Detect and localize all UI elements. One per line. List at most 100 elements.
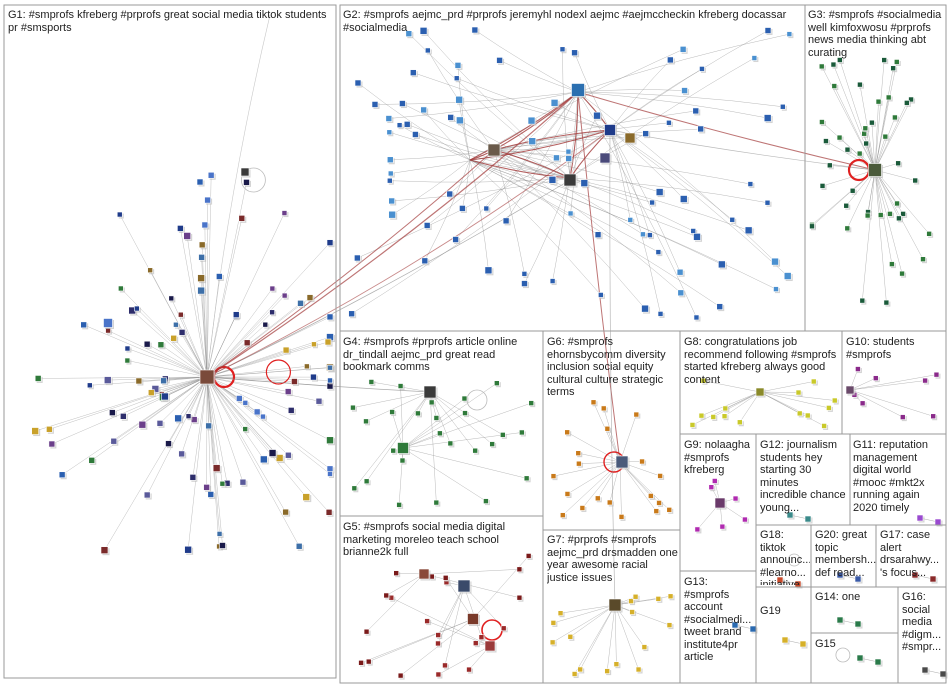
g2-node-10[interactable]	[371, 101, 379, 108]
g1-node-69[interactable]	[156, 420, 164, 427]
g5-hub-moreleo[interactable]	[418, 568, 430, 580]
g3-node-18[interactable]	[895, 160, 901, 167]
g4-node-10[interactable]	[368, 379, 375, 385]
g20-node-b[interactable]	[854, 575, 862, 583]
g1-node-57[interactable]	[110, 437, 118, 445]
g1-node-84[interactable]	[326, 239, 334, 246]
g10-node-3[interactable]	[859, 400, 866, 407]
g2-node-60[interactable]	[681, 87, 688, 94]
g1-node-12[interactable]	[124, 345, 131, 352]
g1-node-93[interactable]	[143, 491, 151, 499]
g3-node-25[interactable]	[893, 59, 900, 65]
g2-node-29[interactable]	[655, 249, 662, 255]
g7-node-1[interactable]	[604, 668, 610, 674]
g5-node-20[interactable]	[363, 628, 370, 635]
g1-node-49[interactable]	[174, 414, 182, 423]
g3-node-8[interactable]	[823, 138, 829, 144]
g10-hub[interactable]	[845, 385, 855, 395]
g8-node-2[interactable]	[826, 405, 832, 411]
g7-node-8[interactable]	[567, 634, 574, 640]
g2-node-51[interactable]	[640, 231, 646, 238]
g7-node-11[interactable]	[655, 596, 662, 602]
g5-hub-brianne2k[interactable]	[484, 640, 496, 652]
g2-node-38[interactable]	[348, 310, 355, 318]
g1-node-profile-left[interactable]	[103, 318, 113, 328]
g1-node-95[interactable]	[198, 241, 206, 249]
g2-node-70[interactable]	[496, 57, 503, 64]
g1-node-30[interactable]	[291, 378, 298, 385]
g3-node-11[interactable]	[894, 200, 900, 207]
g2-node-81[interactable]	[677, 289, 685, 297]
g3-node-24[interactable]	[826, 162, 833, 169]
g1-node-70[interactable]	[219, 542, 226, 549]
g19-node-b[interactable]	[799, 640, 807, 648]
g8-node-10[interactable]	[795, 389, 802, 396]
g5-hub-b[interactable]	[457, 579, 471, 593]
g5-node-12[interactable]	[383, 592, 390, 599]
g1-node-60[interactable]	[161, 392, 169, 401]
g8-node-11[interactable]	[804, 412, 811, 419]
g9-node-2[interactable]	[719, 523, 726, 530]
g15-node-b[interactable]	[874, 658, 882, 666]
g2-node-2[interactable]	[419, 27, 428, 35]
g2-node-72[interactable]	[388, 197, 395, 205]
g8-node-0[interactable]	[722, 405, 729, 412]
g3-node-21[interactable]	[819, 119, 825, 125]
g8-node-12[interactable]	[821, 423, 827, 429]
g1-node-105[interactable]	[178, 450, 185, 458]
g4-node-18[interactable]	[489, 441, 495, 447]
g4-node-22[interactable]	[415, 410, 421, 417]
g1-node-39[interactable]	[281, 210, 288, 216]
g3-node-1[interactable]	[861, 130, 868, 137]
g1-node-5[interactable]	[216, 531, 223, 537]
g2-node-18[interactable]	[550, 99, 559, 107]
g1-node-61[interactable]	[80, 321, 87, 329]
g2-node-9[interactable]	[454, 62, 462, 69]
g9-node-0[interactable]	[732, 495, 739, 502]
g8-node-1[interactable]	[831, 397, 838, 404]
g2-node-52[interactable]	[403, 121, 411, 128]
g1-node-97[interactable]	[260, 455, 268, 464]
g2-node-40[interactable]	[452, 236, 459, 243]
g1-node-102[interactable]	[100, 546, 109, 554]
g1-node-27[interactable]	[284, 388, 292, 395]
g12-node-b[interactable]	[804, 515, 812, 523]
g5-node-17[interactable]	[435, 632, 441, 638]
g6-node-7[interactable]	[656, 500, 662, 506]
g2-node-36[interactable]	[386, 156, 394, 164]
g1-node-74[interactable]	[253, 408, 261, 416]
g1-hub-kfreberg[interactable]	[199, 369, 215, 385]
g4-node-23[interactable]	[461, 395, 468, 402]
g2-node-24[interactable]	[679, 46, 687, 53]
g10-node-5[interactable]	[922, 377, 928, 384]
g6-node-10[interactable]	[575, 450, 582, 456]
g2-node-3[interactable]	[783, 272, 792, 280]
g2-node-74[interactable]	[716, 303, 724, 310]
g4-node-1[interactable]	[519, 429, 525, 436]
g2-node-87[interactable]	[751, 55, 758, 61]
g2-node-63[interactable]	[676, 268, 684, 276]
g4-node-3[interactable]	[462, 410, 468, 416]
g9-node-5[interactable]	[711, 478, 718, 484]
g1-node-21[interactable]	[103, 376, 112, 384]
g2-hub-docassar[interactable]	[487, 143, 501, 157]
g2-node-73[interactable]	[571, 49, 578, 57]
g1-node-20[interactable]	[282, 346, 290, 354]
g3-node-30[interactable]	[837, 57, 843, 63]
g4-node-0[interactable]	[363, 478, 370, 485]
g8-node-5[interactable]	[721, 413, 728, 420]
g2-node-56[interactable]	[697, 125, 704, 133]
g1-node-85[interactable]	[326, 313, 334, 321]
g2-node-17[interactable]	[642, 130, 649, 137]
g4-node-25[interactable]	[396, 502, 402, 508]
g19-node-a[interactable]	[781, 636, 789, 644]
g2-node-84[interactable]	[388, 210, 396, 219]
g5-node-21[interactable]	[500, 625, 507, 632]
g1-node-24[interactable]	[184, 545, 192, 554]
g17-node-a[interactable]	[911, 571, 919, 579]
g2-node-19[interactable]	[459, 205, 466, 212]
g16-node-b[interactable]	[939, 670, 947, 678]
g12-node-a[interactable]	[786, 511, 794, 519]
g1-node-1[interactable]	[207, 491, 215, 498]
g4-hub-dr-tindall[interactable]	[423, 385, 437, 399]
